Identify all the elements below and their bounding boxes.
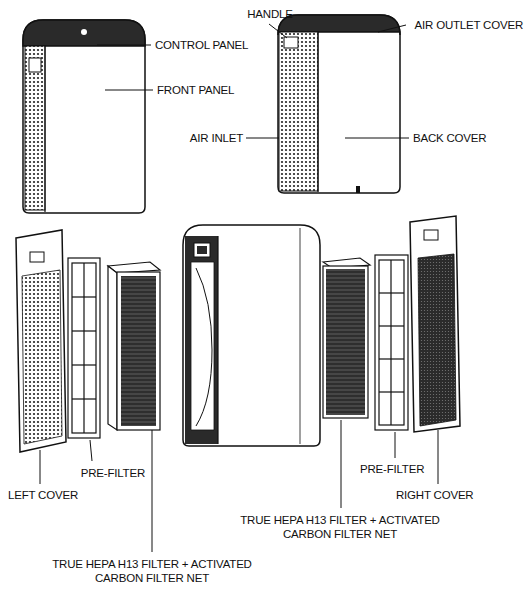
back-view: [278, 15, 400, 193]
part-label: HANDLE: [247, 7, 292, 21]
part-label: LEFT COVER: [8, 488, 78, 502]
pre-filter: [68, 258, 100, 438]
part-label: PRE-FILTER: [360, 462, 424, 476]
leader-lines: [40, 24, 438, 552]
part-label: TRUE HEPA H13 FILTER + ACTIVATED CARBON …: [240, 513, 440, 541]
pre-filter: [375, 255, 408, 430]
front-view: [23, 20, 145, 213]
part-label: BACK COVER: [413, 131, 486, 145]
part-label: RIGHT COVER: [396, 488, 473, 502]
part-label: PRE-FILTER: [81, 466, 145, 480]
part-label: TRUE HEPA H13 FILTER + ACTIVATED CARBON …: [52, 557, 252, 585]
hepa-filter: [323, 258, 370, 418]
left-cover: [16, 230, 66, 452]
hepa-filter: [108, 262, 160, 430]
part-label: FRONT PANEL: [157, 83, 234, 97]
right-cover: [410, 216, 460, 432]
part-label: CONTROL PANEL: [155, 38, 248, 52]
part-label: AIR OUTLET COVER: [415, 18, 523, 32]
part-label: AIR INLET: [190, 131, 243, 145]
main-body: [183, 225, 320, 446]
